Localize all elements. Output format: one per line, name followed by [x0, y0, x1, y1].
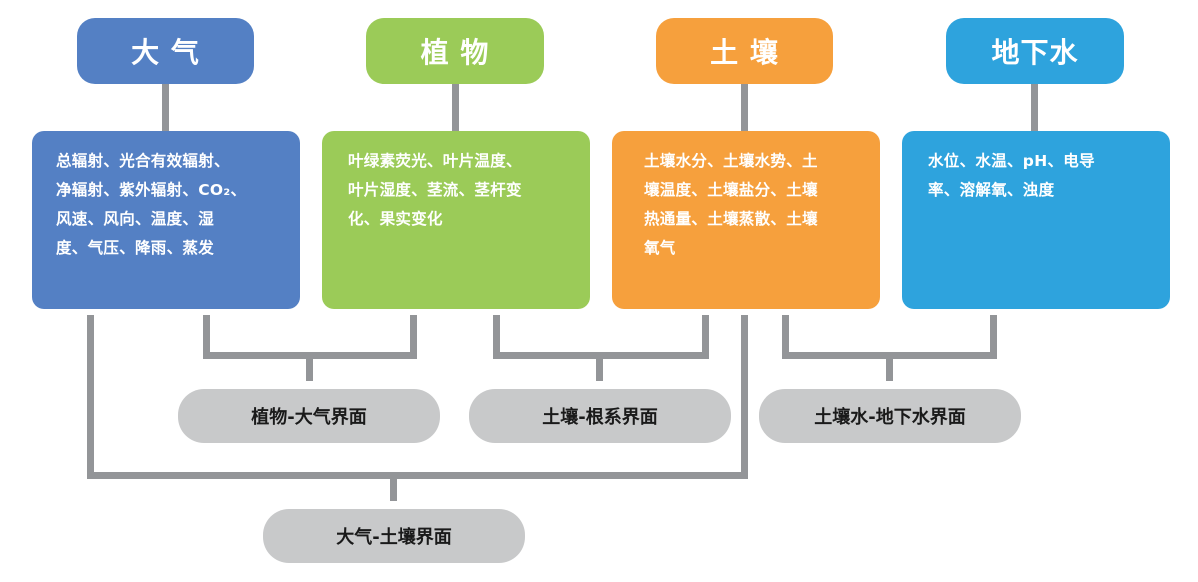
atmosphere-title: 大 气	[131, 36, 200, 69]
atmosphere-soil-bracket-left	[87, 315, 94, 479]
soil-param-line: 氧气	[644, 239, 676, 257]
soil-param-line: 壤温度、土壤盐分、土壤	[644, 181, 818, 199]
soilwater-groundwater-bracket-right	[990, 315, 997, 359]
plant-atmosphere-bracket-stem	[306, 359, 313, 381]
plant-atmosphere-bracket-right	[410, 315, 417, 359]
plant-param-line: 叶绿素荧光、叶片温度、	[348, 152, 522, 170]
atmosphere-header: 大 气	[77, 18, 254, 84]
soil-root-bracket-right	[702, 315, 709, 359]
atmosphere-param-line: 净辐射、紫外辐射、CO₂、	[56, 181, 247, 199]
groundwater-params-box: 水位、水温、pH、电导 率、溶解氧、浊度	[902, 131, 1170, 309]
atmosphere-soil-bracket-right	[741, 315, 748, 479]
soilwater-groundwater-interface-label: 土壤水-地下水界面	[814, 407, 966, 428]
plant-atmosphere-interface: 植物-大气界面	[178, 389, 440, 443]
soil-root-interface-label: 土壤-根系界面	[542, 407, 658, 428]
plant-connector	[452, 84, 459, 131]
plant-param-line: 叶片湿度、茎流、茎杆变	[348, 181, 522, 199]
plant-header: 植 物	[366, 18, 544, 84]
soilwater-groundwater-interface: 土壤水-地下水界面	[759, 389, 1021, 443]
soilwater-groundwater-bracket-stem	[886, 359, 893, 381]
soil-title: 土 壤	[710, 36, 779, 69]
atmosphere-connector	[162, 84, 169, 131]
soil-params-box: 土壤水分、土壤水势、土 壤温度、土壤盐分、土壤 热通量、土壤蒸散、土壤 氧气	[612, 131, 880, 309]
groundwater-param-line: 水位、水温、pH、电导	[928, 152, 1095, 170]
atmosphere-soil-interface: 大气-土壤界面	[263, 509, 525, 563]
plant-title: 植 物	[420, 36, 490, 69]
soil-header: 土 壤	[656, 18, 833, 84]
soilwater-groundwater-bracket-bottom	[782, 352, 997, 359]
soil-root-bracket-bottom	[493, 352, 709, 359]
soil-root-interface: 土壤-根系界面	[469, 389, 731, 443]
soilwater-groundwater-bracket-left	[782, 315, 789, 359]
atmosphere-param-line: 风速、风向、温度、湿	[56, 210, 215, 228]
atmosphere-soil-interface-label: 大气-土壤界面	[336, 527, 452, 548]
plant-atmosphere-bracket-left	[203, 315, 210, 359]
plant-atmosphere-bracket-bottom	[203, 352, 417, 359]
soil-param-line: 热通量、土壤蒸散、土壤	[644, 210, 818, 228]
plant-params-box: 叶绿素荧光、叶片温度、 叶片湿度、茎流、茎杆变 化、果实变化	[322, 131, 590, 309]
groundwater-title: 地下水	[991, 36, 1079, 69]
plant-param-line: 化、果实变化	[348, 210, 443, 228]
groundwater-header: 地下水	[946, 18, 1124, 84]
atmosphere-params-box: 总辐射、光合有效辐射、 净辐射、紫外辐射、CO₂、 风速、风向、温度、湿 度、气…	[32, 131, 300, 309]
soil-connector	[741, 84, 748, 131]
atmosphere-soil-bracket-bottom	[87, 472, 748, 479]
soil-root-bracket-stem	[596, 359, 603, 381]
groundwater-connector	[1031, 84, 1038, 131]
soil-param-line: 土壤水分、土壤水势、土	[644, 152, 818, 170]
soil-root-bracket-left	[493, 315, 500, 359]
plant-atmosphere-interface-label: 植物-大气界面	[251, 407, 367, 428]
atmosphere-soil-bracket-stem	[390, 479, 397, 501]
groundwater-param-line: 率、溶解氧、浊度	[928, 181, 1055, 199]
atmosphere-param-line: 总辐射、光合有效辐射、	[56, 152, 230, 170]
atmosphere-param-line: 度、气压、降雨、蒸发	[56, 239, 215, 257]
